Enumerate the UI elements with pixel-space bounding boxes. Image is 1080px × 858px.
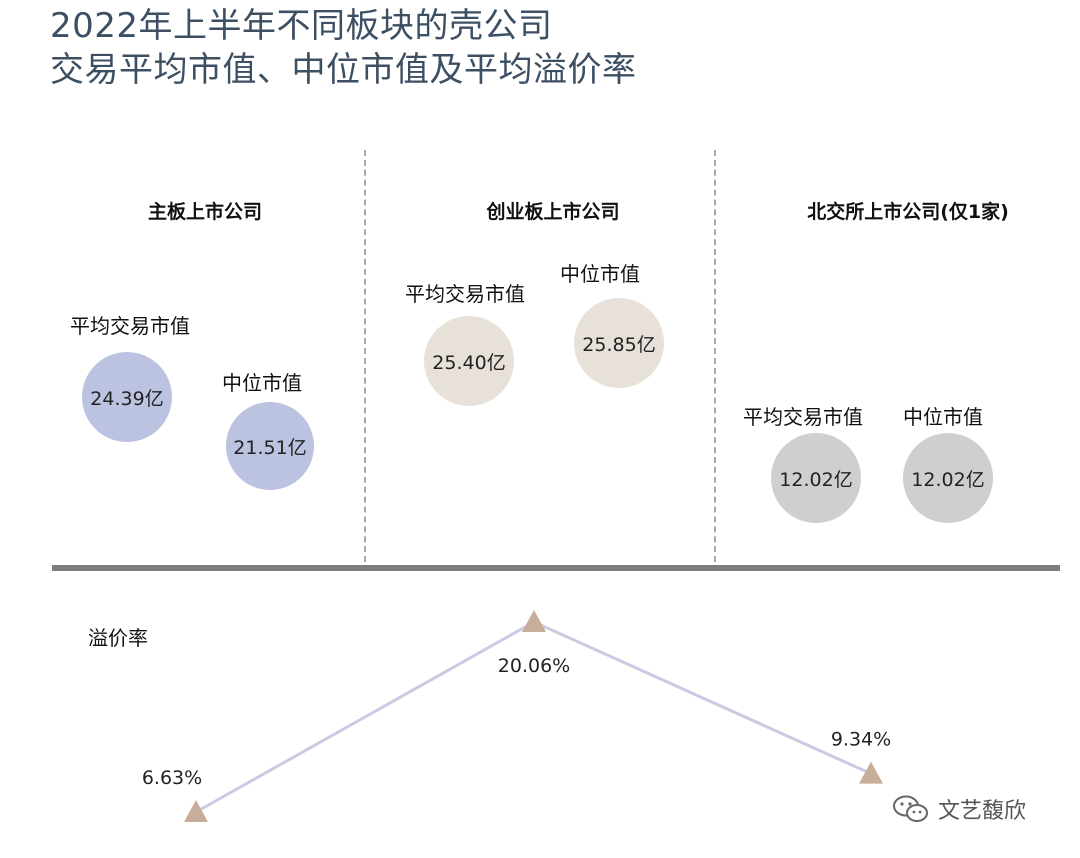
watermark-text: 文艺馥欣	[938, 799, 1027, 824]
premium-series-line	[195, 620, 872, 814]
avg-label-bse: 平均交易市值	[743, 405, 863, 429]
premium-point-marker	[184, 800, 208, 822]
panel-title-bse: 北交所上市公司(仅1家)	[807, 201, 1009, 223]
premium-axis-label: 溢价率	[88, 626, 148, 650]
median-circle-main-board: 21.51亿	[226, 402, 314, 490]
section-baseline	[52, 565, 1060, 571]
median-label-main-board: 中位市值	[222, 371, 302, 395]
median-circle-chinext: 25.85亿	[574, 298, 664, 388]
avg-value-main-board: 24.39亿	[90, 387, 164, 410]
title-line-2: 交易平均市值、中位市值及平均溢价率	[50, 50, 637, 90]
premium-data-label: 9.34%	[831, 729, 891, 751]
avg-circle-main-board: 24.39亿	[82, 352, 172, 442]
premium-data-label: 20.06%	[498, 655, 570, 677]
chart-title: 2022年上半年不同板块的壳公司 交易平均市值、中位市值及平均溢价率	[50, 4, 637, 92]
avg-label-main-board: 平均交易市值	[70, 314, 190, 338]
median-value-main-board: 21.51亿	[233, 436, 307, 459]
panel-divider	[714, 150, 716, 562]
median-label-chinext: 中位市值	[560, 262, 640, 286]
avg-value-chinext: 25.40亿	[432, 351, 506, 374]
premium-point-marker	[859, 761, 883, 784]
panel-title-chinext: 创业板上市公司	[486, 201, 620, 223]
premium-data-label: 6.63%	[142, 767, 202, 789]
panel-title-main-board: 主板上市公司	[147, 201, 263, 223]
median-circle-bse: 12.02亿	[903, 433, 993, 523]
avg-circle-bse: 12.02亿	[771, 433, 861, 523]
premium-point-marker	[522, 610, 546, 632]
avg-value-bse: 12.02亿	[779, 468, 853, 491]
median-label-bse: 中位市值	[903, 405, 983, 429]
avg-circle-chinext: 25.40亿	[424, 316, 514, 406]
wechat-icon	[893, 795, 928, 822]
title-line-1: 2022年上半年不同板块的壳公司	[50, 6, 553, 46]
watermark: 文艺馥欣	[892, 793, 1026, 825]
median-value-bse: 12.02亿	[911, 468, 985, 491]
median-value-chinext: 25.85亿	[582, 333, 656, 356]
panel-divider	[364, 150, 366, 562]
avg-label-chinext: 平均交易市值	[405, 282, 525, 306]
